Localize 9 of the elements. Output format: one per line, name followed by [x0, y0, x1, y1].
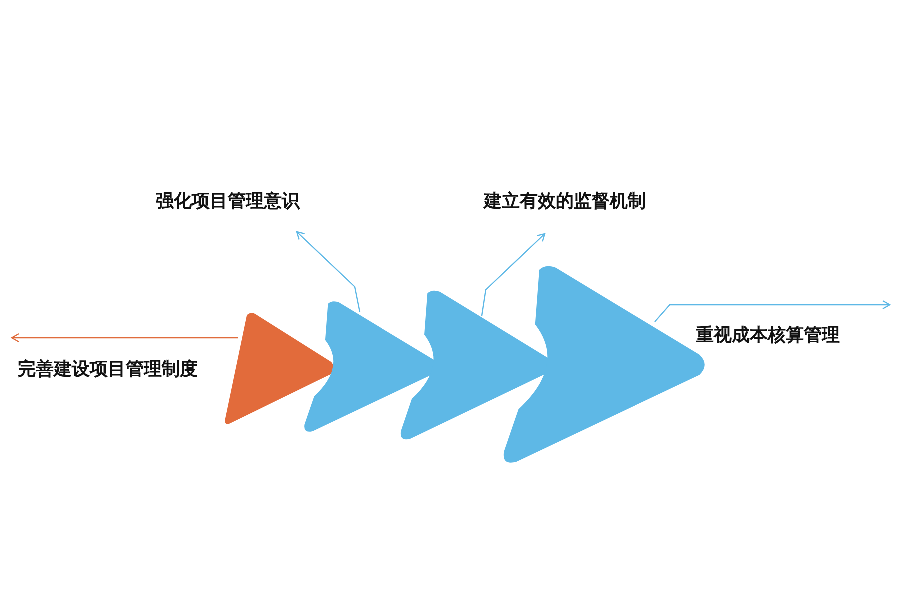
leader-arrow — [654, 300, 891, 322]
leader-arrow — [481, 233, 546, 316]
step-label: 建立有效的监督机制 — [484, 190, 646, 214]
triangle-shape — [225, 313, 334, 424]
step-label: 完善建设项目管理制度 — [18, 358, 198, 382]
leader-arrow — [11, 333, 238, 343]
step-label: 重视成本核算管理 — [696, 324, 840, 348]
step-label: 强化项目管理意识 — [156, 190, 300, 214]
leader-arrow — [296, 231, 361, 312]
